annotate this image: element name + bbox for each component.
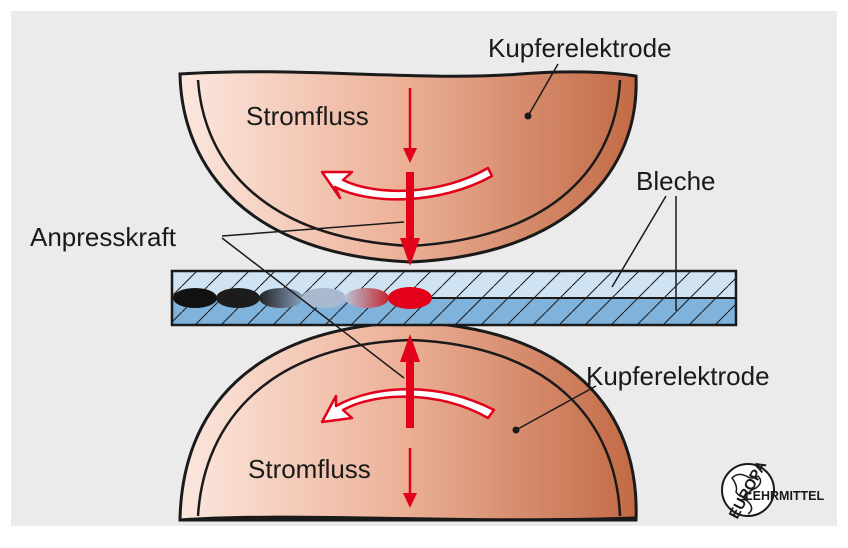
upper-electrode xyxy=(178,70,638,264)
force-arrow-bottom xyxy=(400,334,420,428)
label-upper-electrode: Kupferelektrode xyxy=(488,33,672,63)
label-force: Anpresskraft xyxy=(30,222,177,252)
label-current-bottom: Stromfluss xyxy=(248,454,371,484)
leader-dot-upper-electrode xyxy=(524,112,532,120)
label-lower-electrode: Kupferelektrode xyxy=(586,361,770,391)
force-arrow-top xyxy=(400,172,420,266)
weld-nugget-5 xyxy=(345,288,389,308)
europa-lehrmittel-logo: EUROPA LEHRMITTEL xyxy=(721,458,825,522)
leader-force-bottom xyxy=(221,237,405,379)
leader-dot-lower-electrode xyxy=(512,426,520,434)
leader-lower-electrode xyxy=(515,385,597,431)
weld-nugget-3 xyxy=(259,288,303,308)
weld-nugget-4 xyxy=(302,288,346,308)
lower-electrode-bottom-edge xyxy=(179,515,637,522)
current-arrow-bottom xyxy=(403,448,417,508)
globe-icon xyxy=(721,463,775,517)
label-sheets: Bleche xyxy=(636,166,716,196)
weld-nugget-1 xyxy=(173,288,217,308)
weld-nugget-6 xyxy=(388,287,432,309)
leader-upper-electrode xyxy=(527,63,559,117)
leader-sheets-upper xyxy=(611,195,667,288)
current-arrow-top xyxy=(403,88,417,163)
rotation-arrow-bottom xyxy=(320,388,496,424)
weld-nugget-2 xyxy=(216,288,260,308)
label-current-top: Stromfluss xyxy=(246,101,369,131)
logo-text-lehrmittel: LEHRMITTEL xyxy=(745,489,825,503)
leader-force-top xyxy=(221,221,405,237)
rotation-arrow-top xyxy=(320,166,494,201)
